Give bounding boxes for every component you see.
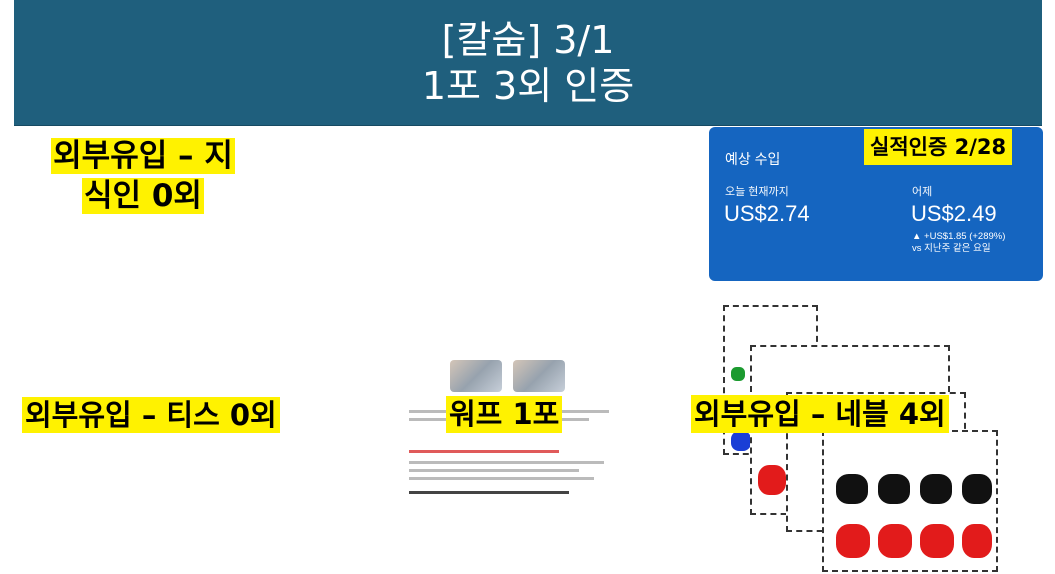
blob	[878, 524, 912, 558]
yesterday-value: US$2.49	[911, 201, 997, 226]
blob	[731, 367, 745, 381]
tistory-label: 외부유입 – 티스 0외	[22, 397, 280, 433]
blob	[758, 465, 786, 495]
blob	[836, 474, 868, 504]
thumb-photo-2	[513, 360, 565, 392]
today-label: 오늘 현재까지	[725, 186, 789, 198]
today-value: US$2.74	[724, 201, 810, 226]
blob	[836, 524, 870, 558]
thumb-text-line	[409, 491, 569, 494]
delta-value: ▲ +US$1.85 (+289%)	[912, 231, 1006, 242]
thumb-text-line	[409, 477, 594, 480]
naver-label: 외부유입 – 네블 4외	[691, 395, 949, 433]
thumb-photo-1	[450, 360, 502, 392]
jisikin-label: 외부유입 – 지 식인 0외	[28, 136, 258, 216]
title-line-1: [칼숨] 3/1	[441, 17, 615, 62]
blob	[920, 474, 952, 504]
performance-label: 실적인증 2/28	[864, 129, 1013, 165]
delta-compare: vs 지난주 같은 요일	[912, 243, 991, 254]
blob	[878, 474, 910, 504]
blob	[731, 431, 751, 451]
blob	[962, 524, 992, 558]
naver-screenshot-4	[822, 430, 998, 572]
title-line-2: 1포 3외 인증	[421, 63, 635, 108]
thumb-text-line	[409, 469, 579, 472]
thumb-text-line	[409, 461, 604, 464]
wordpress-label: 워프 1포	[446, 396, 563, 433]
title-banner: [칼숨] 3/1 1포 3외 인증	[14, 0, 1042, 126]
yesterday-label: 어제	[912, 186, 933, 198]
jisikin-label-line-1: 외부유입 – 지	[51, 138, 235, 174]
blob	[962, 474, 992, 504]
jisikin-label-line-2: 식인 0외	[82, 178, 204, 214]
earnings-title: 예상 수입	[725, 151, 781, 167]
blob	[920, 524, 954, 558]
thumb-text-line	[409, 450, 559, 453]
